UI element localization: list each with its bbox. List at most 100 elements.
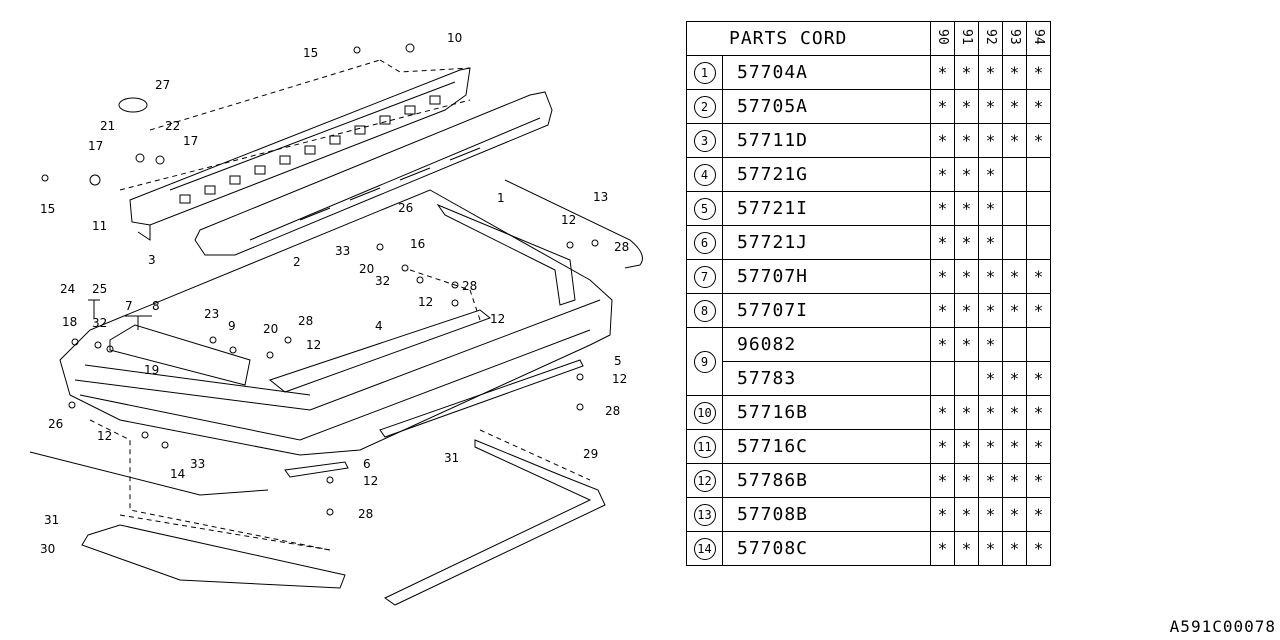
callout-3: 3 [148, 253, 156, 267]
callout-12a: 12 [561, 213, 576, 227]
year-mark-94: * [1026, 293, 1051, 328]
callout-2: 2 [293, 255, 301, 269]
year-mark-91: * [954, 259, 979, 294]
callout-28a: 28 [614, 240, 629, 254]
callout-10: 10 [447, 31, 462, 45]
year-mark-94 [1026, 327, 1051, 362]
trim-5 [379, 359, 584, 438]
year-col-94: 94 [1026, 21, 1051, 56]
callout-12f: 12 [363, 474, 378, 488]
part-code: 57721G [722, 157, 931, 192]
year-mark-94: * [1026, 531, 1051, 566]
callout-33b: 33 [190, 457, 205, 471]
callout-11: 11 [92, 219, 107, 233]
diagram-code: A591C00078 [1169, 617, 1276, 636]
callout-27: 27 [155, 78, 170, 92]
year-mark-93 [1002, 225, 1027, 260]
year-mark-90: * [930, 191, 955, 226]
callout-28c: 28 [298, 314, 313, 328]
year-mark-93: * [1002, 123, 1027, 158]
year-mark-94 [1026, 191, 1051, 226]
callout-15a: 15 [303, 46, 318, 60]
year-mark-90: * [930, 123, 955, 158]
ref-number-cell: 2 [686, 89, 723, 124]
year-mark-93: * [1002, 293, 1027, 328]
callout-7: 7 [125, 299, 133, 313]
year-mark-92: * [978, 89, 1003, 124]
callout-labels: 1 2 3 4 5 6 7 8 9 10 11 12 12 12 12 12 1… [40, 31, 629, 556]
reinforcement-holes [179, 95, 441, 204]
callout-6: 6 [363, 457, 371, 471]
callout-17a: 17 [88, 139, 103, 153]
year-mark-93: * [1002, 395, 1027, 430]
ref-number: 5 [693, 198, 716, 220]
ref-number: 11 [693, 436, 716, 458]
callout-33a: 33 [335, 244, 350, 258]
ref-number: 9 [693, 351, 716, 373]
ref-number-cell: 13 [686, 497, 723, 532]
year-mark-90: * [930, 259, 955, 294]
year-mark-94: * [1026, 497, 1051, 532]
year-mark-93: * [1002, 531, 1027, 566]
ref-number-cell: 3 [686, 123, 723, 158]
ref-number: 10 [693, 402, 716, 424]
year-mark-93: * [1002, 497, 1027, 532]
clips [41, 43, 599, 516]
year-label: 94 [1031, 29, 1046, 45]
year-mark-93 [1002, 157, 1027, 192]
part-code: 57704A [722, 55, 931, 90]
callout-12d: 12 [306, 338, 321, 352]
year-mark-90: * [930, 395, 955, 430]
callout-25: 25 [92, 282, 107, 296]
year-mark-90: * [930, 225, 955, 260]
part-code: 57721I [722, 191, 931, 226]
callout-20b: 20 [263, 322, 278, 336]
year-mark-90: * [930, 157, 955, 192]
year-mark-91: * [954, 123, 979, 158]
year-mark-93: * [1002, 55, 1027, 90]
year-mark-90: * [930, 429, 955, 464]
callout-30: 30 [40, 542, 55, 556]
year-mark-93: * [1002, 463, 1027, 498]
year-mark-92: * [978, 191, 1003, 226]
year-col-93: 93 [1002, 21, 1027, 56]
callout-16: 16 [410, 237, 425, 251]
ref-number-cell: 12 [686, 463, 723, 498]
ref-number: 13 [693, 504, 716, 526]
part-code: 57705A [722, 89, 931, 124]
ref-number-cell: 1 [686, 55, 723, 90]
year-mark-92: * [978, 123, 1003, 158]
year-mark-91: * [954, 55, 979, 90]
ref-number: 2 [693, 96, 716, 118]
callout-24: 24 [60, 282, 75, 296]
year-mark-92: * [978, 225, 1003, 260]
callout-12e: 12 [612, 372, 627, 386]
callout-31a: 31 [444, 451, 459, 465]
part-code: 57707I [722, 293, 931, 328]
year-mark-94: * [1026, 463, 1051, 498]
table-header-row: PARTS CORD 90 91 92 93 94 [686, 21, 1051, 56]
side-strip-13 [504, 179, 643, 269]
callout-18: 18 [62, 315, 77, 329]
year-mark-90: * [930, 497, 955, 532]
skirt-29 [384, 439, 606, 606]
year-mark-93: * [1002, 259, 1027, 294]
callout-12c: 12 [490, 312, 505, 326]
ref-number: 8 [693, 300, 716, 322]
ref-number-cell: 5 [686, 191, 723, 226]
year-mark-94: * [1026, 361, 1051, 396]
year-mark-91 [954, 361, 979, 396]
ref-number: 7 [693, 266, 716, 288]
year-mark-91: * [954, 327, 979, 362]
callout-17b: 17 [183, 134, 198, 148]
ref-number-cell: 9 [686, 327, 723, 396]
year-mark-91: * [954, 157, 979, 192]
part-code: 96082 [722, 327, 931, 362]
